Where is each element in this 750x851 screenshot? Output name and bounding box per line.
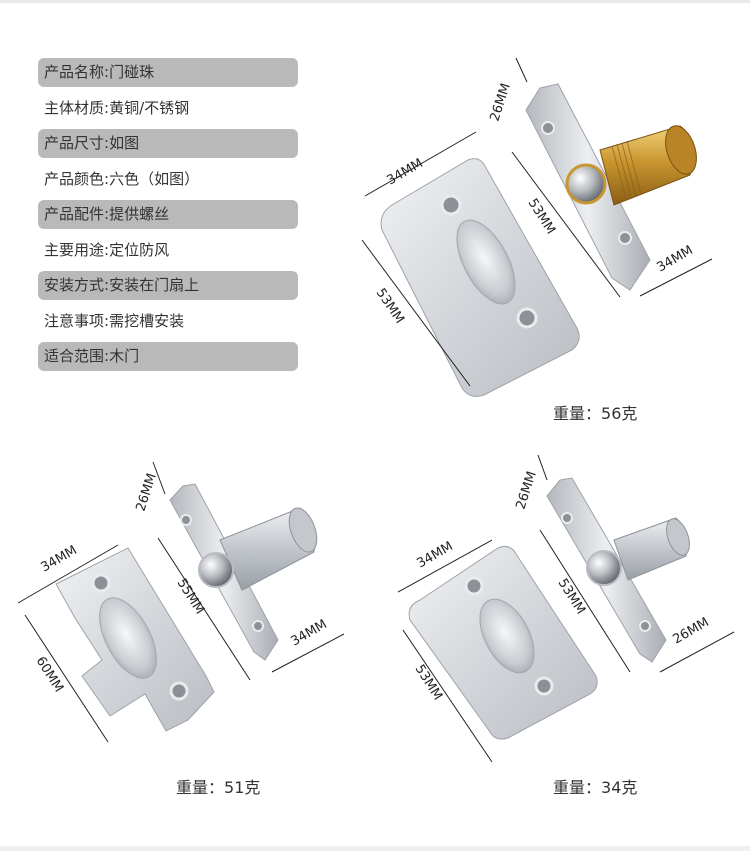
- screw-hole: [464, 576, 484, 596]
- latch-ball: [198, 552, 234, 588]
- spec-label: 主体材质: [44, 98, 105, 117]
- p2-plate-height: 60MM: [33, 654, 66, 695]
- weight-product-1: 重量：56克: [553, 400, 637, 424]
- weight-value: 56克: [601, 404, 638, 423]
- screw-hole: [618, 231, 632, 245]
- weight-product-3: 重量：34克: [553, 774, 637, 798]
- screw-hole: [252, 620, 264, 632]
- p1-body-width: 26MM: [488, 82, 514, 124]
- strike-dimple: [99, 597, 157, 679]
- screw-hole: [534, 676, 554, 696]
- spec-row-accessories: 产品配件:提供螺丝: [38, 200, 298, 229]
- p1-plate-height: 53MM: [373, 286, 407, 327]
- strike-dimple: [456, 219, 516, 305]
- p3-plate-width: 34MM: [415, 539, 456, 571]
- spec-label: 安装方式: [44, 276, 105, 294]
- spec-row-usage: 主要用途:定位防风: [44, 240, 170, 259]
- spec-row-color: 产品颜色:六色（如图）: [44, 169, 200, 188]
- spec-row-install: 安装方式:安装在门扇上: [38, 271, 298, 300]
- weight-label: 重量：: [553, 404, 602, 423]
- strike-dimple: [479, 598, 535, 674]
- spec-label: 注意事项: [44, 311, 105, 330]
- spec-row-size: 产品尺寸:如图: [38, 129, 298, 158]
- screw-hole: [169, 681, 189, 701]
- screw-hole: [180, 514, 192, 526]
- p1-plate-width: 34MM: [385, 156, 426, 188]
- weight-product-2: 重量：51克: [176, 774, 260, 798]
- p3-plate-height: 53MM: [412, 662, 445, 703]
- brass-barrel-end: [665, 125, 697, 175]
- spec-label: 主要用途: [44, 240, 105, 259]
- weight-label: 重量：: [176, 778, 225, 797]
- screw-hole: [91, 573, 111, 593]
- p2-body-length: 55MM: [174, 576, 207, 617]
- spec-row-notice: 注意事项:需挖槽安装: [44, 311, 185, 330]
- p3-body-width: 26MM: [514, 470, 540, 512]
- spec-value: 六色（如图）: [109, 169, 200, 188]
- steel-barrel-end: [288, 507, 318, 553]
- dimension-lines: [17, 461, 345, 743]
- screw-hole: [541, 121, 555, 135]
- spec-row-name: 产品名称:门碰珠: [38, 58, 298, 87]
- screw-hole: [639, 620, 651, 632]
- p1-body-length: 53MM: [525, 196, 558, 237]
- spec-value: 黄铜/不锈钢: [109, 98, 190, 117]
- latch-ball: [565, 163, 607, 205]
- spec-value: 定位防风: [109, 240, 170, 259]
- spec-value: 如图: [109, 134, 140, 152]
- screw-hole: [440, 194, 462, 216]
- spec-value: 门碰珠: [109, 63, 155, 81]
- top-divider: [0, 0, 750, 3]
- weight-value: 51克: [224, 778, 261, 797]
- spec-row-scope: 适合范围:木门: [38, 342, 298, 371]
- p3-barrel-length: 26MM: [671, 615, 712, 647]
- spec-list: 产品名称:门碰珠 主体材质:黄铜/不锈钢 产品尺寸:如图 产品颜色:六色（如图）…: [38, 58, 298, 378]
- spec-value: 安装在门扇上: [109, 276, 200, 294]
- weight-value: 34克: [601, 778, 638, 797]
- screw-hole: [516, 307, 538, 329]
- spec-value: 木门: [109, 347, 140, 365]
- spec-value: 提供螺丝: [109, 205, 170, 223]
- dimension-lines: [397, 454, 735, 763]
- latch-ball: [586, 550, 622, 586]
- product-1-illustration: [361, 57, 713, 397]
- spec-row-material: 主体材质:黄铜/不锈钢: [44, 98, 190, 117]
- spec-value: 需挖槽安装: [109, 311, 185, 330]
- steel-barrel-end: [666, 518, 690, 556]
- product-3-illustration: [397, 454, 735, 763]
- spec-label: 产品配件: [44, 205, 105, 223]
- product-2-illustration: [17, 461, 345, 743]
- bottom-divider: [0, 846, 750, 851]
- dimension-lines: [361, 57, 713, 387]
- spec-label: 产品尺寸: [44, 134, 105, 152]
- screw-hole: [561, 512, 573, 524]
- p3-body-length: 53MM: [555, 576, 588, 617]
- weight-label: 重量：: [553, 778, 602, 797]
- spec-label: 产品颜色: [44, 169, 105, 188]
- spec-label: 产品名称: [44, 63, 105, 81]
- spec-label: 适合范围: [44, 347, 105, 365]
- p2-body-width: 26MM: [134, 472, 160, 514]
